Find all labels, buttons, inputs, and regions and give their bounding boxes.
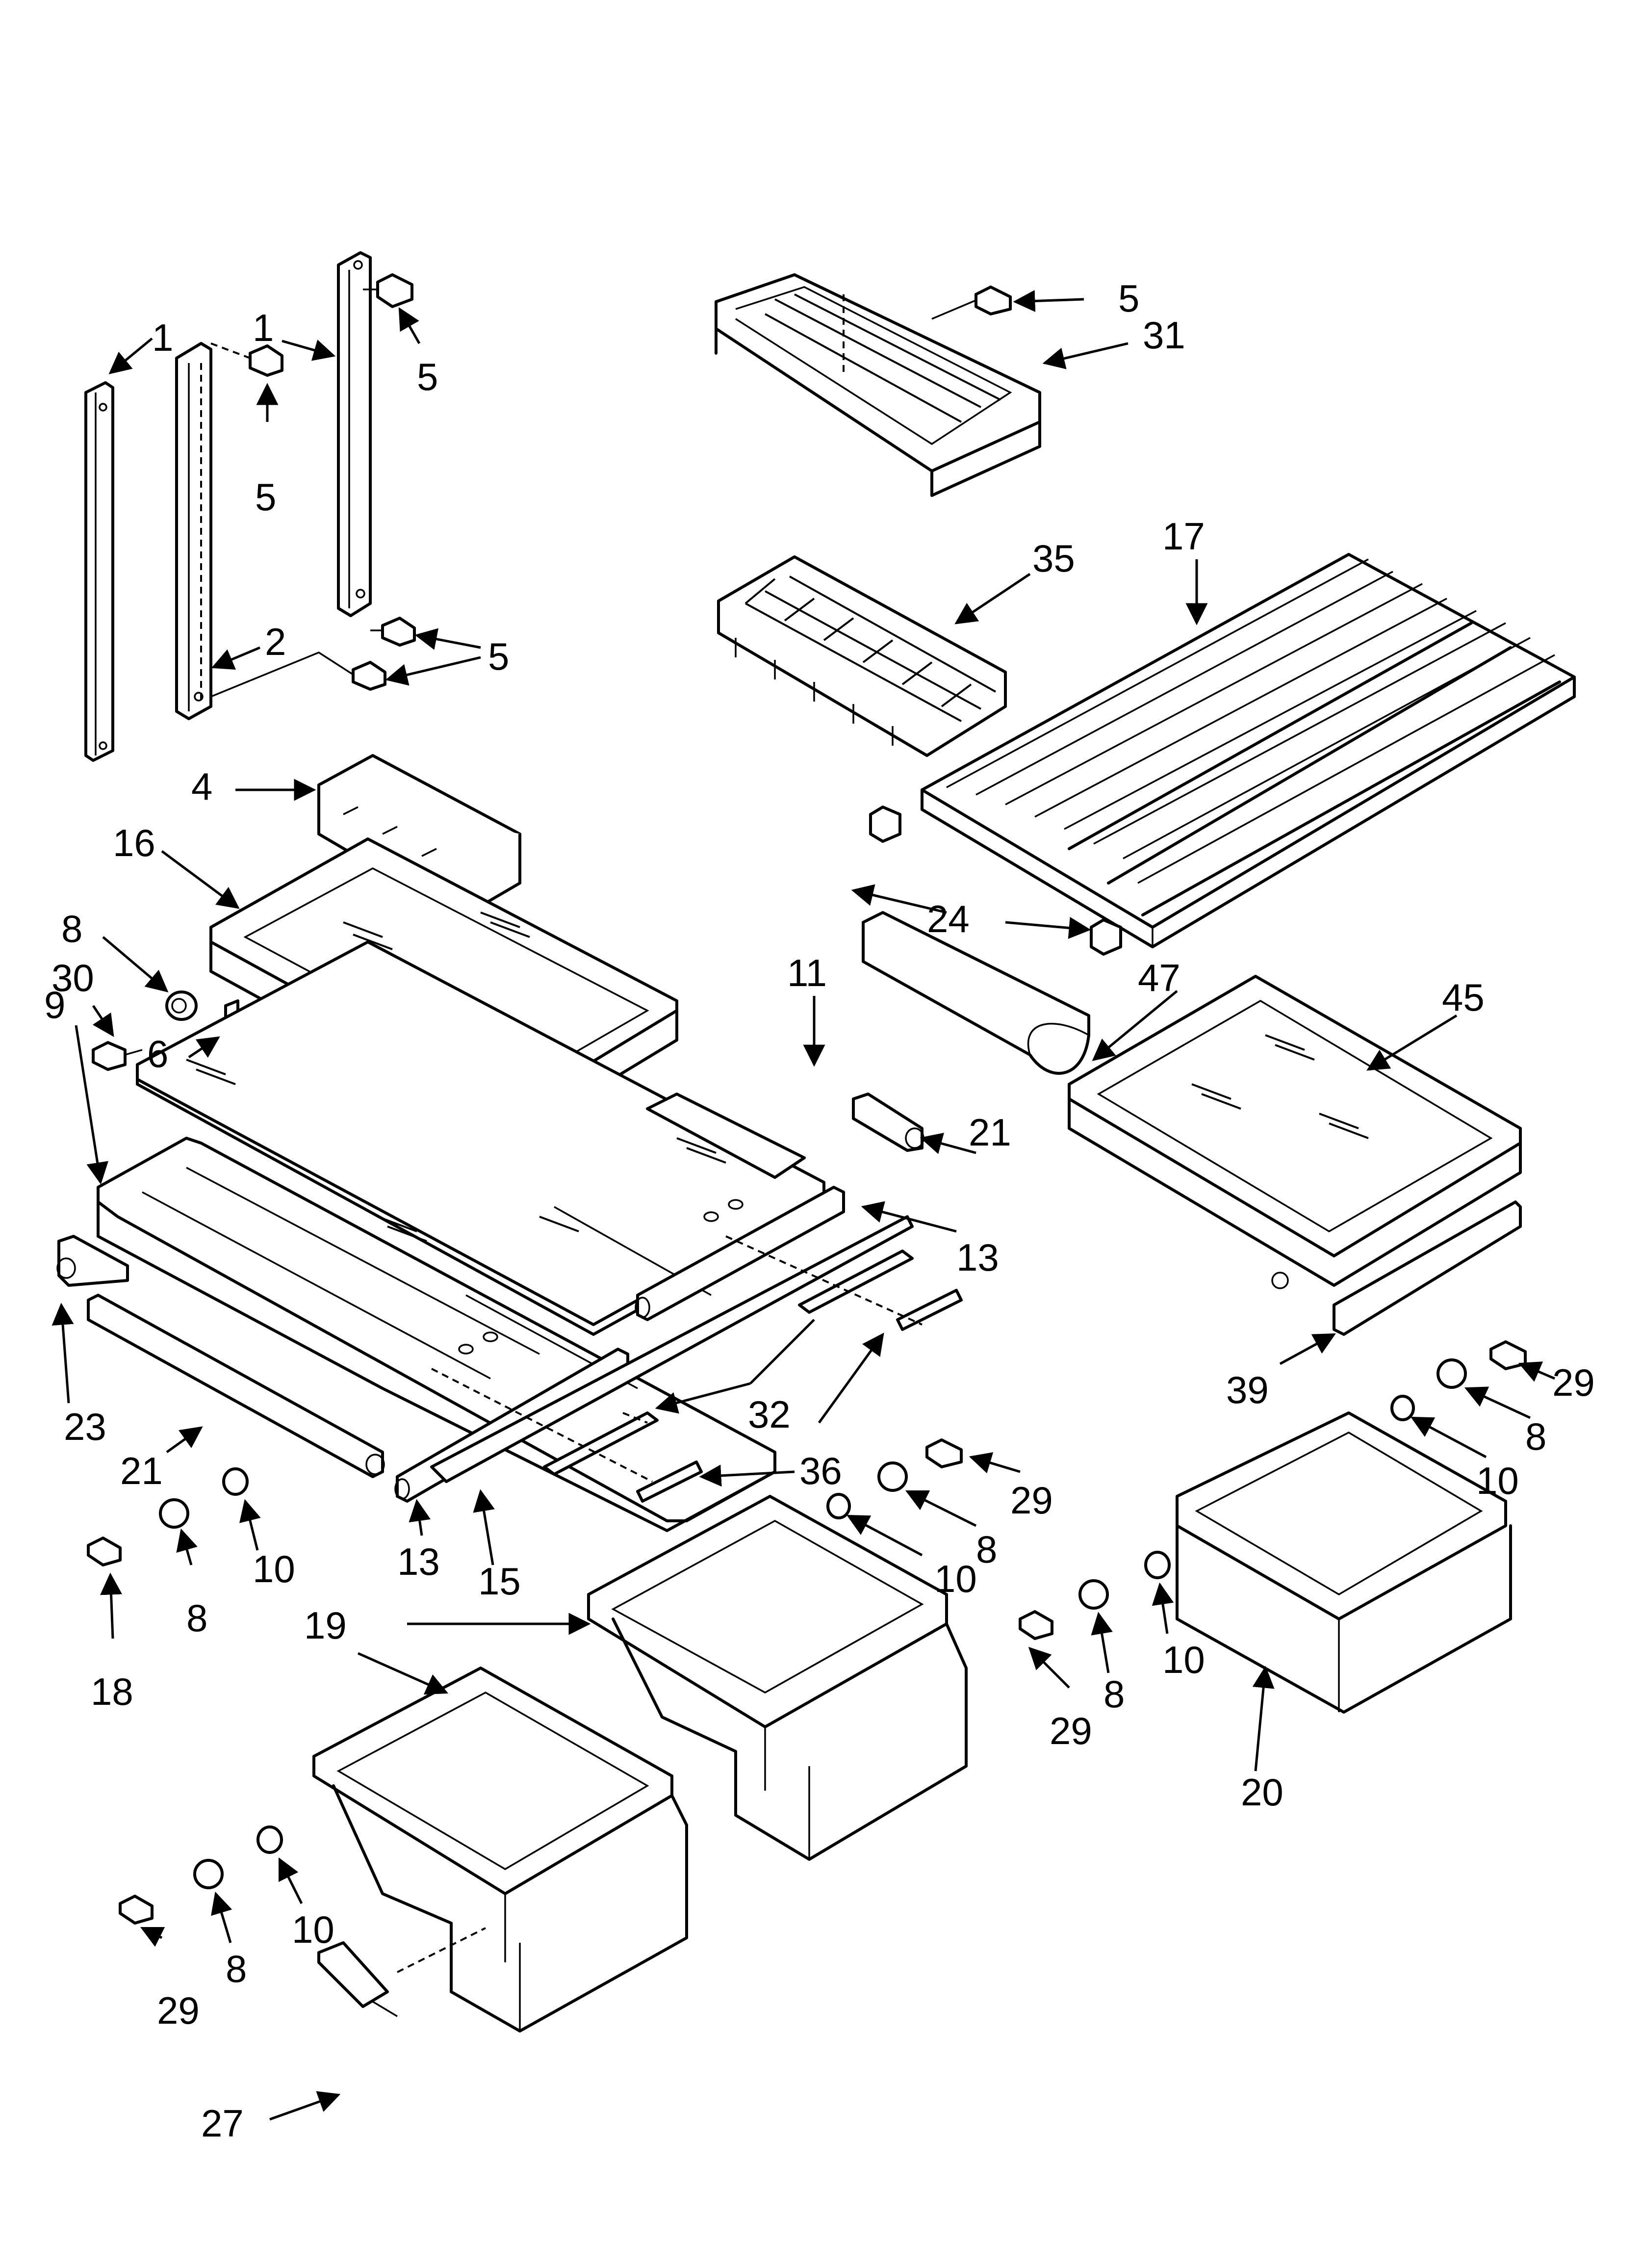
shelf-stud-upper xyxy=(869,806,901,843)
callout-13: 13 xyxy=(397,1540,440,1583)
roller-10-left xyxy=(222,1467,249,1496)
callout-1: 1 xyxy=(253,306,274,349)
callout-5: 5 xyxy=(1118,277,1139,320)
callout-13: 13 xyxy=(956,1236,999,1279)
divider-part-27 xyxy=(317,1941,398,2017)
screw-part-5-top xyxy=(931,286,1012,320)
screw-rail-lower-1 xyxy=(370,617,416,647)
callout-4: 4 xyxy=(191,765,212,808)
screw-29-center xyxy=(925,1438,963,1468)
callout-23: 23 xyxy=(64,1405,106,1448)
callout-8: 8 xyxy=(61,907,82,950)
assembly-line-pan xyxy=(397,1927,486,1973)
callout-17: 17 xyxy=(1162,515,1205,558)
storage-bin xyxy=(317,754,521,919)
callout-10: 10 xyxy=(292,1908,334,1951)
screw-30 xyxy=(92,1041,143,1071)
shelf-frame-part-31 xyxy=(715,273,1041,497)
callout-1: 1 xyxy=(152,316,173,359)
crisper-pan-left xyxy=(312,1667,688,2033)
callout-31: 31 xyxy=(1143,313,1185,357)
callout-16: 16 xyxy=(113,821,155,864)
screw-29-bottom xyxy=(119,1895,154,1925)
callout-10: 10 xyxy=(1162,1638,1205,1681)
callout-35: 35 xyxy=(1032,537,1075,580)
slide-rail-23 xyxy=(56,1235,129,1287)
roller-10-center xyxy=(826,1493,851,1519)
callout-39: 39 xyxy=(1226,1368,1269,1411)
callout-8: 8 xyxy=(186,1596,207,1640)
slide-rail-39 xyxy=(1333,1200,1522,1336)
shelf-ladder-rail-right xyxy=(337,251,372,617)
callout-8: 8 xyxy=(976,1528,997,1571)
spacer-8-upper-left xyxy=(165,991,198,1021)
ice-cube-tray xyxy=(717,555,1007,757)
screw-rail-top xyxy=(363,273,413,308)
callout-27: 27 xyxy=(201,2102,244,2145)
slide-rail-21-lower xyxy=(87,1294,385,1478)
glass-shelf-right xyxy=(1068,975,1522,1289)
callout-5: 5 xyxy=(417,355,438,398)
callout-11: 11 xyxy=(787,951,827,994)
callout-9: 9 xyxy=(44,983,65,1026)
rail-15 xyxy=(430,1215,914,1483)
callout-29: 29 xyxy=(1552,1361,1595,1404)
callout-15: 15 xyxy=(478,1560,521,1603)
screw-rail-lower-2 xyxy=(210,652,386,698)
spacer-8-center xyxy=(877,1461,908,1492)
wire-shelf xyxy=(921,553,1576,948)
callout-2: 2 xyxy=(265,620,286,663)
callout-24: 24 xyxy=(927,897,970,940)
callout-8: 8 xyxy=(1103,1672,1125,1716)
callout-8: 8 xyxy=(226,1947,247,1990)
callout-29: 29 xyxy=(157,1989,200,2032)
callout-labels: 1 1 5 5 2 5 5 31 35 17 4 16 8 30 9 6 11 … xyxy=(44,277,1595,2145)
callout-5: 5 xyxy=(255,475,276,519)
callout-18: 18 xyxy=(91,1670,133,1713)
callout-30: 30 xyxy=(51,956,94,999)
screw-18 xyxy=(87,1537,122,1566)
callout-20: 20 xyxy=(1241,1771,1283,1814)
callout-8: 8 xyxy=(1525,1415,1546,1458)
shelf-stud-lower xyxy=(1090,918,1122,956)
crisper-cover-frame xyxy=(97,1093,806,1532)
callout-6: 6 xyxy=(147,1032,168,1075)
roller-10-bottom xyxy=(257,1825,283,1854)
humidity-control-cover xyxy=(862,911,1090,1075)
crisper-pan-center xyxy=(587,1495,968,1861)
spacer-8-bottom xyxy=(193,1859,224,1889)
spacer-8-mid xyxy=(1078,1579,1109,1610)
crisper-pan-right xyxy=(1176,1411,1512,1714)
spacer-8-right xyxy=(1437,1358,1467,1389)
callout-32: 32 xyxy=(748,1393,791,1436)
rail-13-right xyxy=(635,1186,845,1321)
screw-rail-center xyxy=(210,342,283,377)
callout-47: 47 xyxy=(1138,956,1180,999)
leader-lines xyxy=(51,290,1555,2121)
callout-10: 10 xyxy=(934,1557,977,1600)
screw-29-mid xyxy=(1019,1610,1053,1640)
callout-21: 21 xyxy=(120,1449,163,1492)
callout-10: 10 xyxy=(253,1547,295,1590)
callout-19: 19 xyxy=(304,1604,347,1647)
roller-10-mid xyxy=(1144,1551,1171,1579)
callout-10: 10 xyxy=(1476,1459,1519,1502)
shelf-ladder-rail-left xyxy=(84,381,114,762)
callout-45: 45 xyxy=(1442,976,1485,1019)
callout-29: 29 xyxy=(1010,1479,1053,1522)
callout-5: 5 xyxy=(488,635,509,678)
spacer-8-left xyxy=(159,1498,189,1529)
callout-36: 36 xyxy=(799,1449,842,1492)
slide-rail-upper-right xyxy=(852,1093,924,1152)
roller-10-right xyxy=(1390,1395,1415,1421)
callout-21: 21 xyxy=(969,1111,1011,1154)
shelf-ladder-rail-center xyxy=(175,342,212,720)
callout-29: 29 xyxy=(1050,1709,1092,1752)
